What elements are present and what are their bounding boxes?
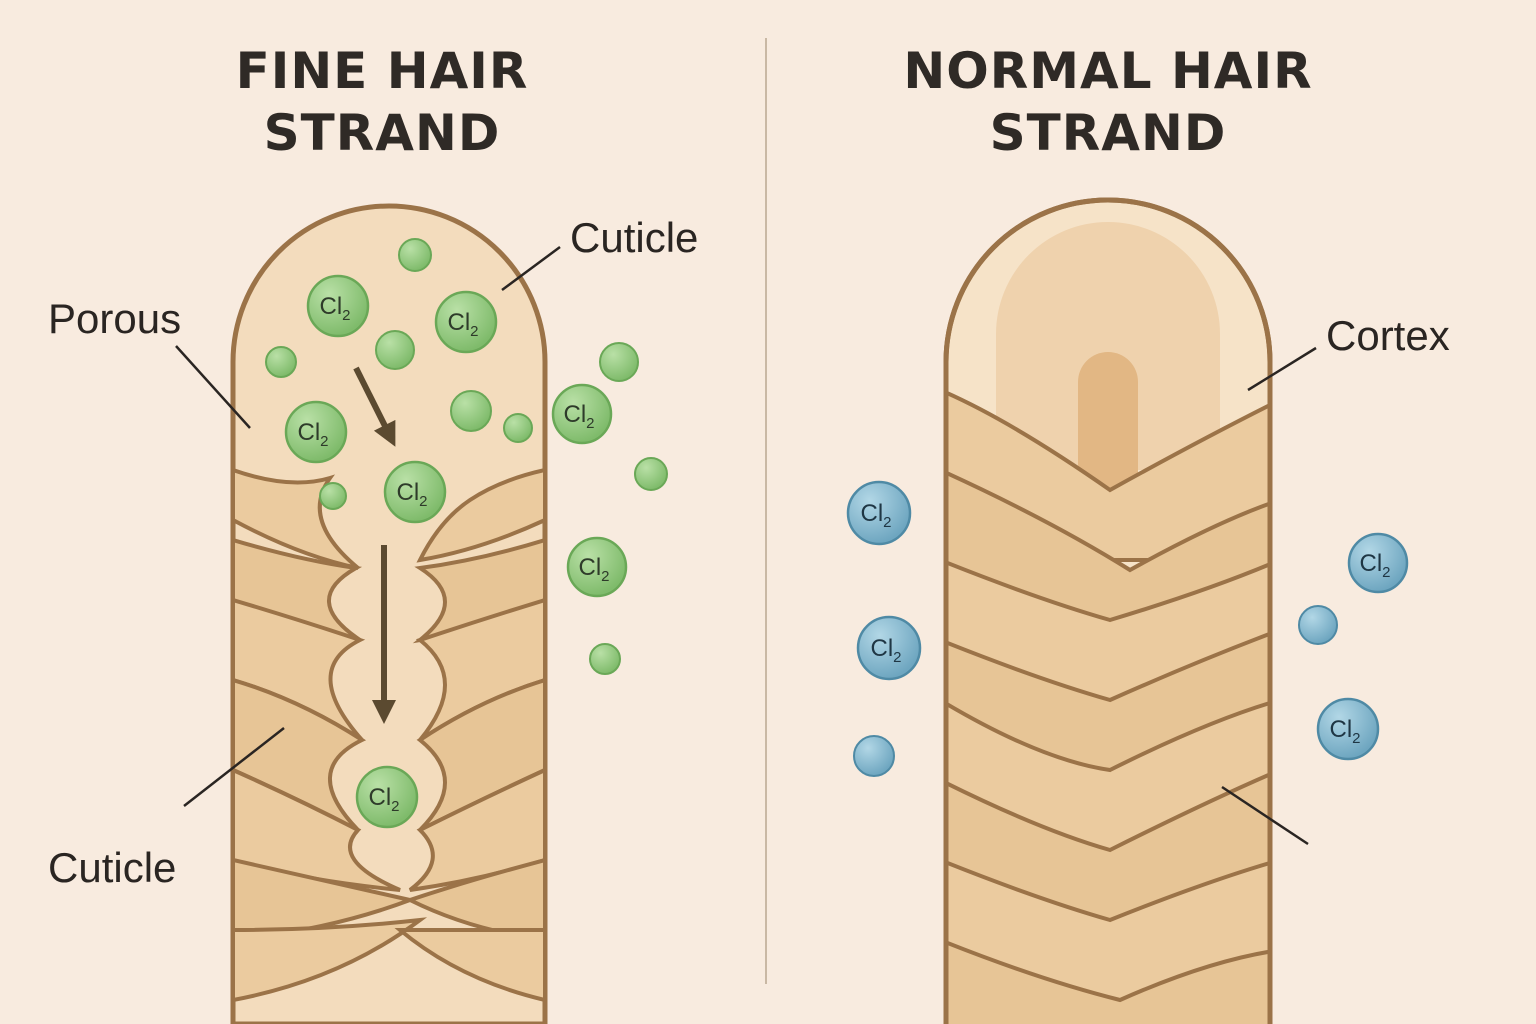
cl2-molecule-bubble bbox=[306, 274, 370, 338]
cuticle-right-leader-line bbox=[1221, 785, 1309, 846]
chlorine-droplet bbox=[503, 413, 533, 443]
cl2-molecule-bubble bbox=[856, 615, 922, 681]
cl2-molecule: Cl2 bbox=[566, 536, 628, 598]
fine-hair-title: FINE HAIR STRAND bbox=[102, 40, 662, 164]
cl2-molecule: Cl2 bbox=[846, 480, 912, 546]
chlorine-droplet bbox=[853, 735, 895, 777]
cl2-molecule-bubble bbox=[434, 290, 498, 354]
fine-hair-strand bbox=[230, 203, 668, 1024]
fine-hair-title-line2: STRAND bbox=[263, 104, 501, 162]
cl2-molecule-bubble bbox=[551, 383, 613, 445]
chlorine-droplet bbox=[398, 238, 432, 272]
normal-hair-title: NORMAL HAIR STRAND bbox=[828, 40, 1388, 164]
cl2-molecule-label: Cl2 bbox=[447, 309, 478, 340]
porous-leader-line bbox=[175, 345, 251, 429]
normal-cuticle-scales bbox=[946, 386, 1270, 1024]
chlorine-droplet bbox=[319, 482, 347, 510]
cl2-molecule-label: Cl2 bbox=[1329, 716, 1360, 747]
normal-hair-strand bbox=[853, 197, 1338, 1024]
cortex-leader-line bbox=[1247, 346, 1317, 392]
chlorine-droplet bbox=[265, 346, 297, 378]
cl2-molecule-bubble bbox=[1347, 532, 1409, 594]
cl2-molecule: Cl2 bbox=[306, 274, 370, 338]
porous-label: Porous bbox=[48, 295, 182, 342]
cl2-molecule: Cl2 bbox=[434, 290, 498, 354]
cl2-molecule: Cl2 bbox=[551, 383, 613, 445]
cl2-molecule-bubble bbox=[566, 536, 628, 598]
cuticle-label-bottom: Cuticle bbox=[48, 844, 177, 891]
cuticle-top-leader-line bbox=[501, 245, 561, 292]
cl2-molecule-label: Cl2 bbox=[297, 419, 328, 450]
cuticle-label-top: Cuticle bbox=[570, 214, 699, 261]
cl2-molecule-label: Cl2 bbox=[563, 401, 594, 432]
cortex-layer bbox=[996, 222, 1220, 470]
normal-hair-title-line1: NORMAL HAIR bbox=[903, 42, 1313, 100]
cl2-molecule-label: Cl2 bbox=[870, 635, 901, 666]
chlorine-droplet bbox=[599, 342, 639, 382]
cuticle-bottom-leader-line bbox=[183, 727, 285, 807]
cl2-molecule-label: Cl2 bbox=[860, 500, 891, 531]
normal-hair-title-line2: STRAND bbox=[989, 104, 1227, 162]
cl2-molecule-bubble bbox=[383, 460, 447, 524]
chlorine-droplet bbox=[634, 457, 668, 491]
cl2-molecule: Cl2 bbox=[284, 400, 348, 464]
cl2-molecule: Cl2 bbox=[1347, 532, 1409, 594]
chlorine-droplet bbox=[450, 390, 492, 432]
cl2-molecule-label: Cl2 bbox=[578, 554, 609, 585]
cl2-molecule-bubble bbox=[284, 400, 348, 464]
cl2-molecule: Cl2 bbox=[355, 765, 419, 829]
chlorine-droplet bbox=[1298, 605, 1338, 645]
cl2-molecule-label: Cl2 bbox=[396, 479, 427, 510]
cl2-molecule-bubble bbox=[846, 480, 912, 546]
cl2-molecule-label: Cl2 bbox=[368, 784, 399, 815]
cl2-molecule: Cl2 bbox=[1316, 697, 1380, 761]
fine-hair-title-line1: FINE HAIR bbox=[235, 42, 529, 100]
penetration-arrow-upper bbox=[353, 366, 396, 447]
cortex-label: Cortex bbox=[1326, 312, 1450, 359]
cl2-molecule-label: Cl2 bbox=[1359, 550, 1390, 581]
cl2-molecule-label: Cl2 bbox=[319, 293, 350, 324]
medulla-core bbox=[1078, 352, 1138, 490]
fine-cuticle-scales bbox=[233, 467, 545, 1003]
cl2-molecule: Cl2 bbox=[383, 460, 447, 524]
chlorine-droplet bbox=[589, 643, 621, 675]
cl2-molecule-bubble bbox=[355, 765, 419, 829]
chlorine-droplet bbox=[375, 330, 415, 370]
cl2-molecule-bubble bbox=[1316, 697, 1380, 761]
cl2-molecule: Cl2 bbox=[856, 615, 922, 681]
